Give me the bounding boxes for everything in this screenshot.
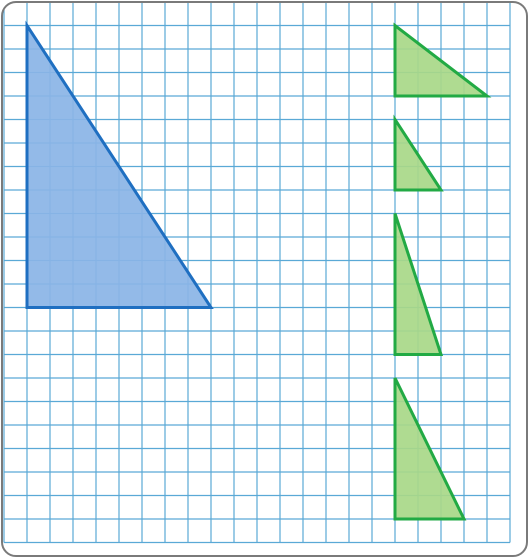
green-triangle-3 [393,213,444,356]
green-triangle-1 [393,22,492,98]
blue-right-triangle [25,20,214,309]
shapes-layer [25,20,492,521]
green-triangle-4 [393,377,467,521]
green-triangle-2 [393,114,444,192]
